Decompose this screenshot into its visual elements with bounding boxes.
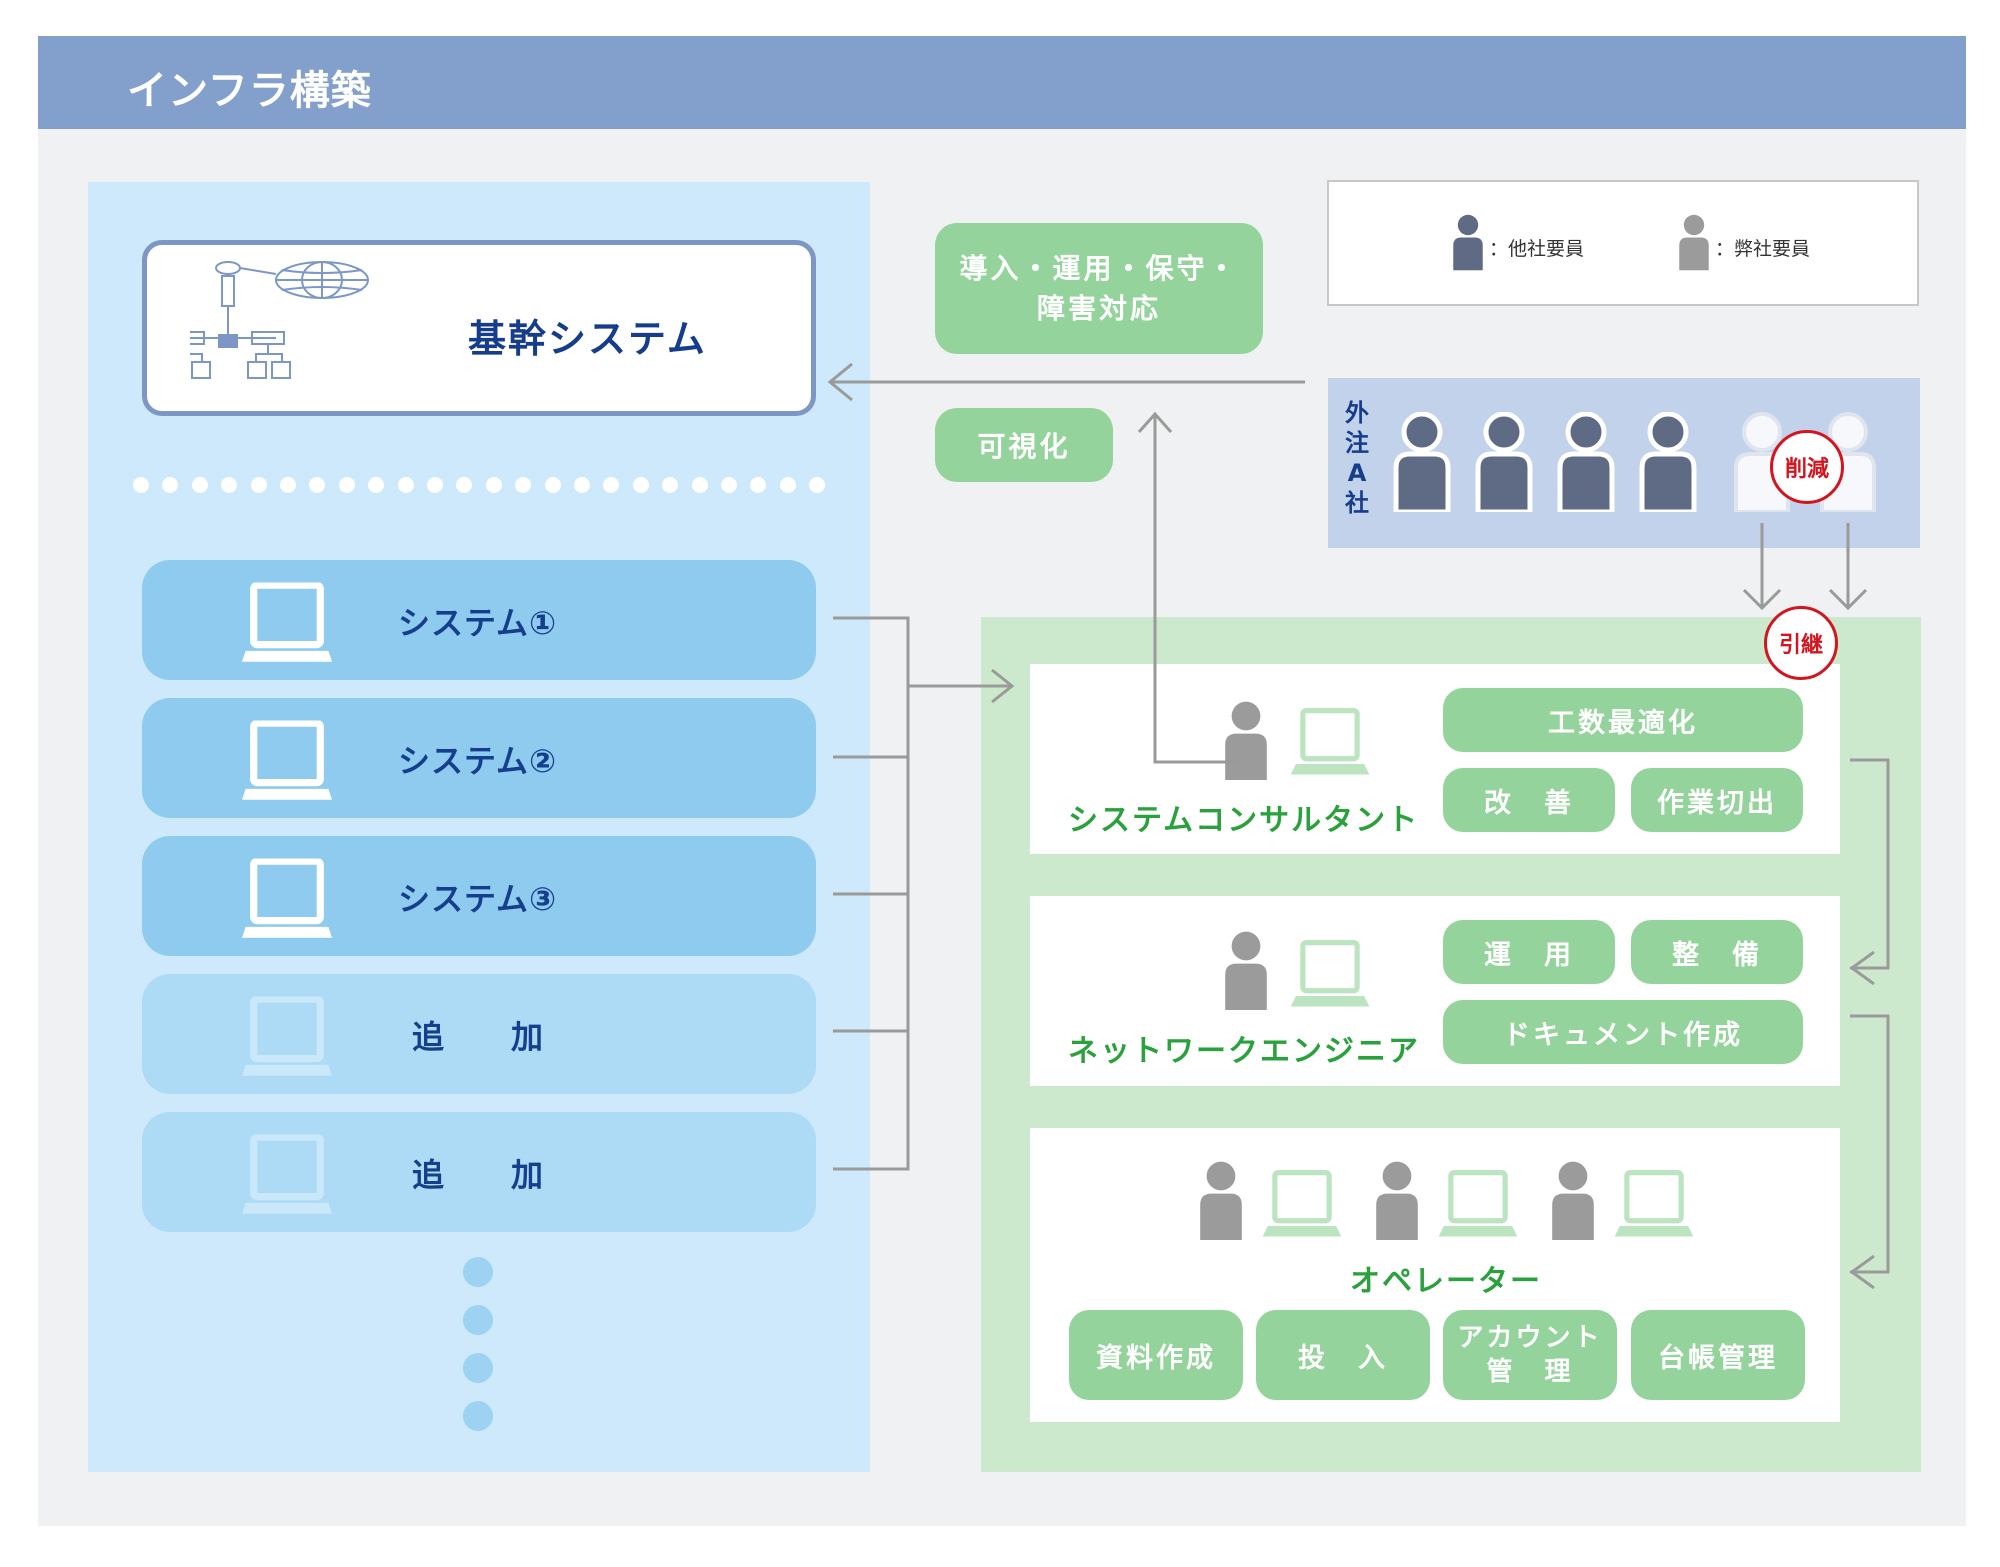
- task-account-line: 管 理: [1486, 1357, 1574, 1387]
- system-row-add-1: 追 加: [142, 974, 816, 1094]
- divider-dot: [162, 477, 179, 493]
- system-row-1: システム①: [142, 560, 816, 680]
- divider-dot: [603, 477, 620, 493]
- handover-badge: 引継: [1764, 606, 1838, 680]
- system-row-2: システム②: [142, 698, 816, 818]
- operator-label: オペレーター: [1350, 1264, 1542, 1299]
- continuation-dot: [463, 1257, 493, 1287]
- task-document-creation: 資料作成: [1069, 1310, 1243, 1400]
- divider-dot: [662, 477, 679, 493]
- header-bar: [38, 36, 1966, 129]
- core-system-box: [142, 240, 816, 416]
- divider-dot: [397, 477, 414, 493]
- divider-dot: [133, 477, 149, 493]
- task-operation: 運 用: [1443, 920, 1615, 984]
- legend-other-label: ：他社要員: [1489, 238, 1585, 260]
- legend-our-label: ：弊社要員: [1715, 238, 1811, 260]
- divider-dot: [250, 477, 267, 493]
- divider-dot: [544, 477, 561, 493]
- reduction-badge: 削減: [1770, 430, 1844, 504]
- legend: ：他社要員 ：弊社要員: [1327, 180, 1919, 306]
- continuation-dot: [463, 1305, 493, 1335]
- network-engineer-label: ネットワークエンジニア: [1068, 1034, 1420, 1069]
- service-operations-tag: 導入・運用・保守・障害対応: [935, 223, 1263, 354]
- divider-dot: [191, 477, 208, 493]
- page-title: インフラ構築: [127, 68, 372, 114]
- service-operations-line: 導入・運用・保守・: [959, 251, 1239, 285]
- system-label: 追 加: [412, 1156, 545, 1194]
- task-ledger-management: 台帳管理: [1631, 1310, 1805, 1400]
- task-documentation: ドキュメント作成: [1443, 1000, 1803, 1064]
- divider-dot: [809, 477, 826, 493]
- system-row-add-2: 追 加: [142, 1112, 816, 1232]
- task-maintenance: 整 備: [1631, 920, 1803, 984]
- divider-dot: [427, 477, 443, 493]
- divider-dot: [338, 477, 355, 493]
- task-account-management: アカウント管 理: [1443, 1310, 1617, 1400]
- divider-dot: [779, 477, 796, 493]
- divider-dot: [750, 477, 767, 493]
- divider-dot: [485, 477, 502, 493]
- divider-dot: [574, 477, 590, 493]
- consultant-label: システムコンサルタント: [1068, 803, 1420, 838]
- service-visualization-tag: 可視化: [935, 408, 1113, 482]
- divider-dot: [721, 477, 737, 493]
- outsource-label: 外 注 A 社: [1345, 399, 1369, 517]
- divider-dot: [456, 477, 473, 493]
- task-improvement: 改 善: [1443, 768, 1615, 832]
- divider-dot: [515, 477, 532, 493]
- task-input: 投 入: [1256, 1310, 1430, 1400]
- system-label: 追 加: [412, 1018, 545, 1056]
- divider-dot: [221, 477, 238, 493]
- divider-dot: [280, 477, 296, 493]
- task-work-extraction: 作業切出: [1631, 768, 1803, 832]
- core-system-label: 基幹システム: [468, 317, 707, 361]
- system-label: システム①: [398, 604, 558, 642]
- system-label: システム②: [398, 742, 558, 780]
- continuation-dot: [463, 1353, 493, 1383]
- system-row-3: システム③: [142, 836, 816, 956]
- system-label: システム③: [398, 880, 558, 918]
- divider-dot: [632, 477, 649, 493]
- continuation-dot: [463, 1401, 493, 1431]
- divider-dot: [691, 477, 708, 493]
- divider-dot: [368, 477, 385, 493]
- network-diagram-icon: [190, 261, 369, 379]
- service-operations-line: 障害対応: [1036, 291, 1161, 325]
- task-account-line: アカウント: [1457, 1323, 1603, 1353]
- divider-dot: [309, 477, 326, 493]
- task-effort-optimization: 工数最適化: [1443, 688, 1803, 752]
